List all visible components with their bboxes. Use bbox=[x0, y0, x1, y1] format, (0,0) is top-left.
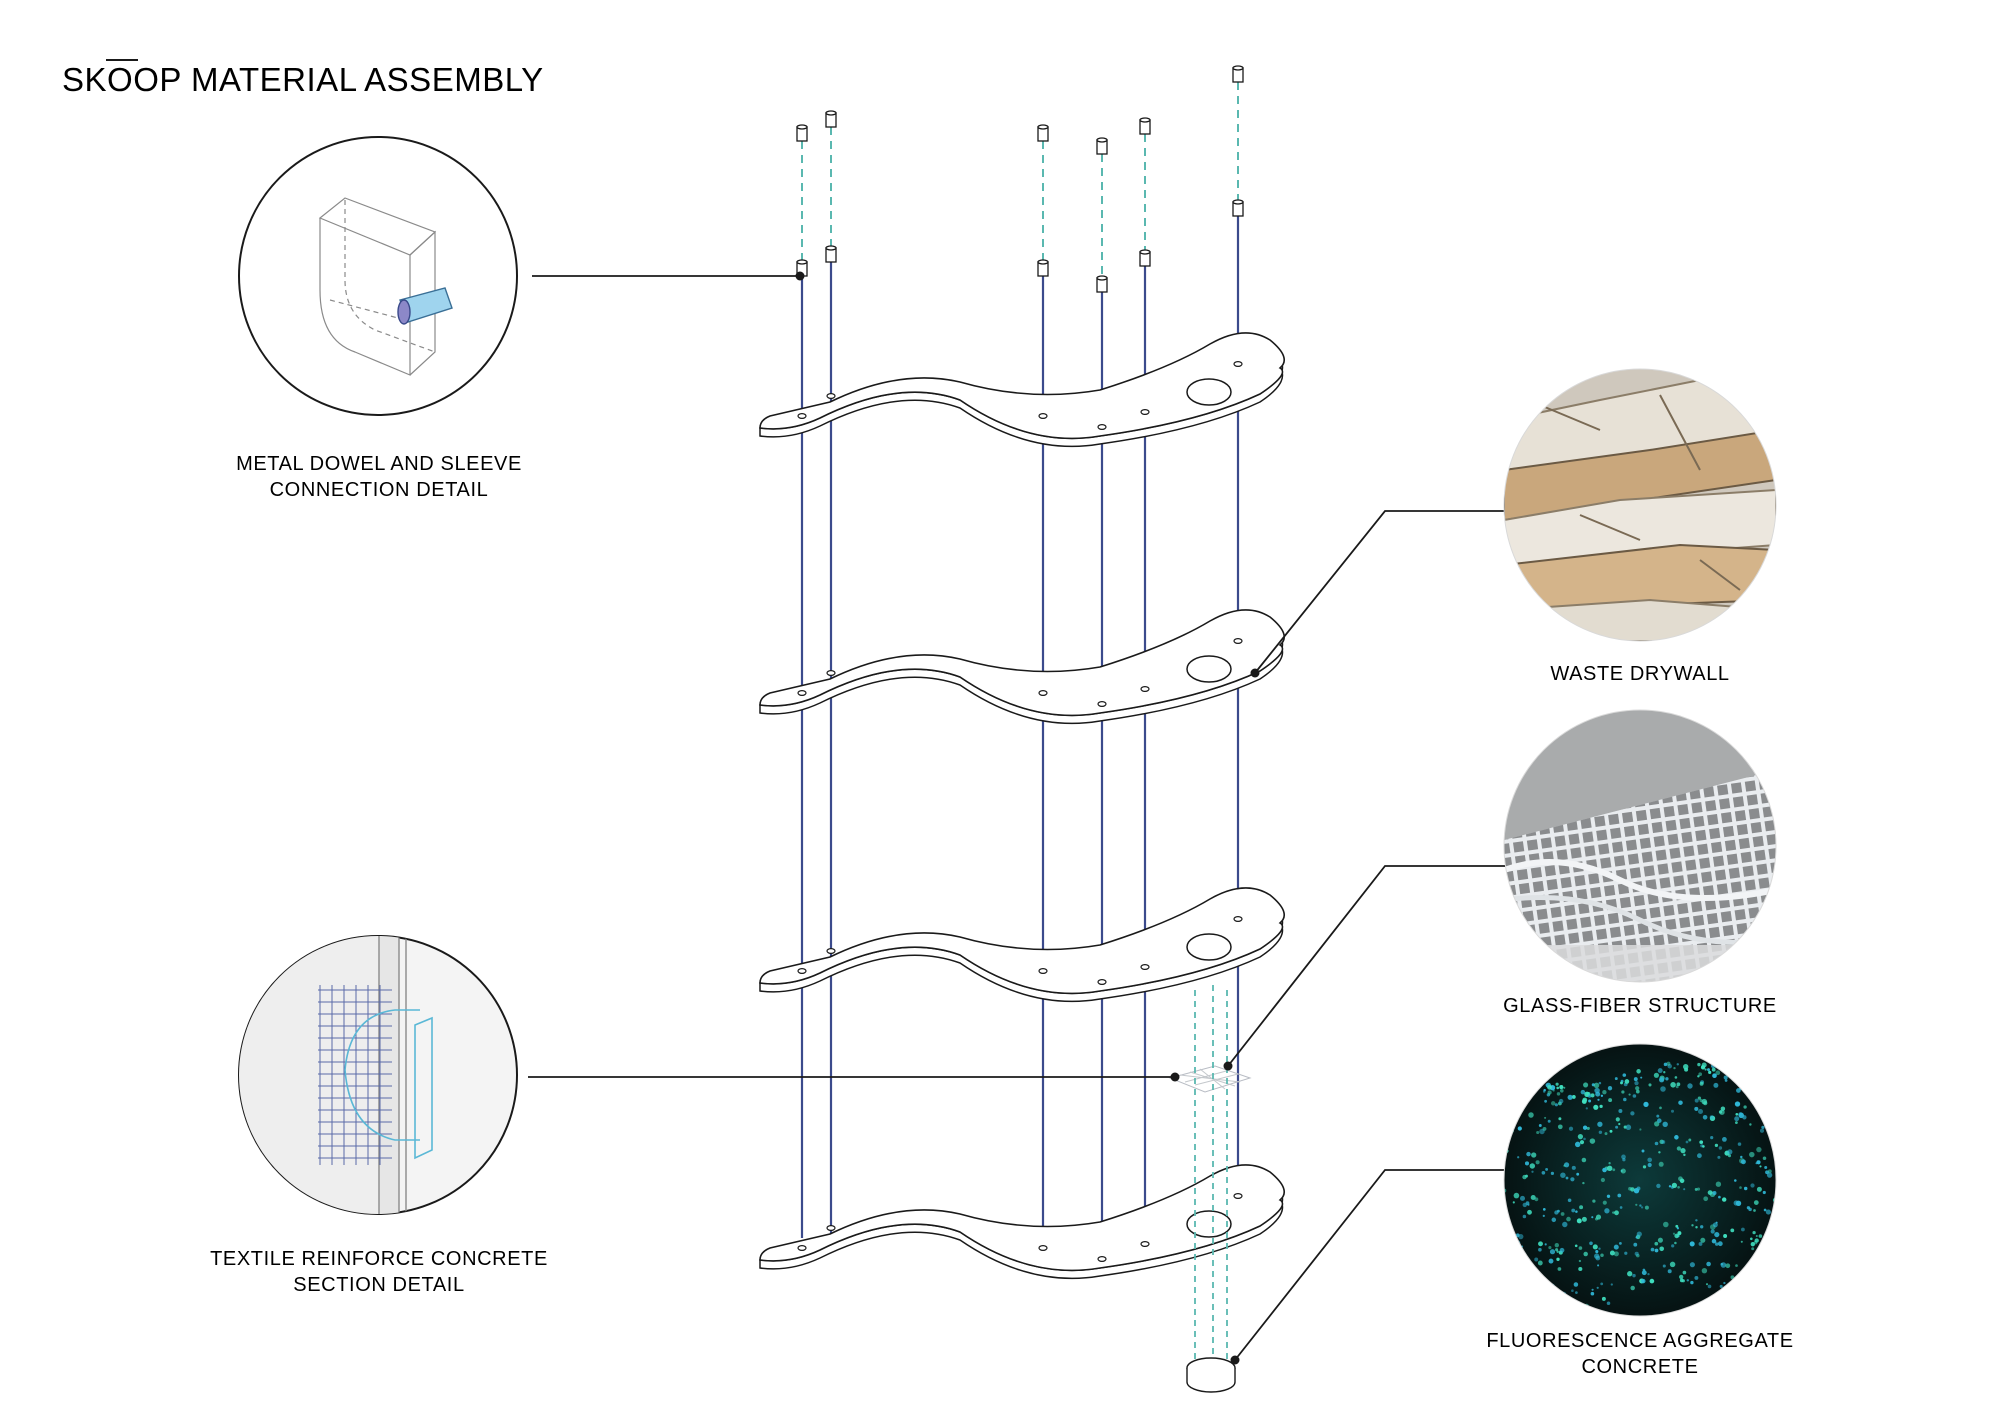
detail-circle-textile: TEXTILE REINFORCE CONCRETE SECTION DETAI… bbox=[210, 935, 548, 1296]
title-overlined: OO bbox=[107, 61, 159, 98]
detail-textile-caption-2: SECTION DETAIL bbox=[293, 1274, 464, 1296]
textile-mesh-layer bbox=[1168, 985, 1252, 1393]
dowel-cap-3 bbox=[1037, 259, 1049, 277]
material-photo-fluorescence: FLUORESCENCE AGGREGATE CONCRETE bbox=[1486, 1043, 1793, 1378]
shelf-1 bbox=[759, 332, 1286, 448]
material-fluorescence-caption-1: FLUORESCENCE AGGREGATE bbox=[1486, 1330, 1793, 1352]
dowel-cap-5 bbox=[1139, 249, 1151, 267]
dowel-cap-top-4 bbox=[1096, 137, 1108, 155]
detail-dowel-caption-2: CONNECTION DETAIL bbox=[270, 479, 489, 501]
shelf-cutout bbox=[1186, 1210, 1232, 1238]
shelf-4 bbox=[759, 1164, 1286, 1280]
detail-dowel-caption-1: METAL DOWEL AND SLEEVE bbox=[236, 453, 522, 475]
dowel-cap-top-2 bbox=[825, 110, 837, 128]
material-fluorescence-caption-2: CONCRETE bbox=[1581, 1356, 1698, 1378]
page-title: SKOOP MATERIAL ASSEMBLY bbox=[62, 59, 544, 98]
shelf-cutout bbox=[1186, 378, 1232, 406]
dowel-cap-6 bbox=[1232, 199, 1244, 217]
dowel-guides bbox=[801, 82, 1239, 276]
dowel-cap-top-3 bbox=[1037, 124, 1049, 142]
material-photo-glassfiber: GLASS-FIBER STRUCTURE bbox=[1503, 709, 1777, 1017]
dowel-cap-top-6 bbox=[1232, 65, 1244, 83]
shelf-cutout bbox=[1186, 655, 1232, 683]
detail-textile-caption-1: TEXTILE REINFORCE CONCRETE bbox=[210, 1248, 548, 1270]
dowel-caps bbox=[796, 65, 1244, 293]
wave-shelves bbox=[759, 332, 1286, 1280]
dowel-cap-top-1 bbox=[796, 124, 808, 142]
shelf-3 bbox=[759, 887, 1286, 1003]
leader-lines bbox=[528, 271, 1505, 1365]
material-drywall-caption: WASTE DRYWALL bbox=[1550, 663, 1729, 685]
dowel-cap-1 bbox=[796, 259, 808, 277]
svg-text:SKOOP MATERIAL ASSEMBLY: SKOOP MATERIAL ASSEMBLY bbox=[62, 61, 544, 98]
dowel-cap-4 bbox=[1096, 275, 1108, 293]
material-glassfiber-caption: GLASS-FIBER STRUCTURE bbox=[1503, 995, 1777, 1017]
dowel-cap-top-5 bbox=[1139, 117, 1151, 135]
detail-circle-dowel: METAL DOWEL AND SLEEVE CONNECTION DETAIL bbox=[236, 136, 522, 501]
shelf-2 bbox=[759, 609, 1286, 725]
dowel-cap-2 bbox=[825, 245, 837, 263]
shelf-cutout bbox=[1186, 933, 1232, 961]
material-photo-drywall: WASTE DRYWALL bbox=[1503, 368, 1777, 685]
